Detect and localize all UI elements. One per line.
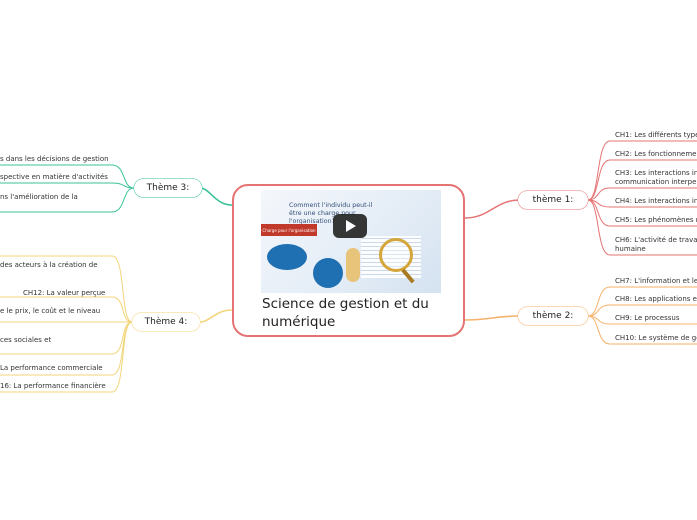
connector-central-theme3 <box>199 187 233 206</box>
theme1-item[interactable]: CH4: Les interactions inc <box>615 197 697 205</box>
connector-central-theme2 <box>464 315 521 321</box>
video-question-text: Comment l'individu peut-il être une char… <box>289 202 373 225</box>
central-node[interactable]: Comment l'individu peut-il être une char… <box>232 184 465 337</box>
theme2-item[interactable]: CH10: Le système de ges <box>615 334 697 342</box>
play-button[interactable] <box>333 214 367 238</box>
theme2-branches <box>587 286 697 345</box>
theme4-item[interactable]: CH12: La valeur perçue <box>23 289 106 297</box>
video-red-box: Charge pour l'organisation <box>261 224 317 236</box>
video-figure <box>346 248 360 282</box>
theme4-item[interactable]: 16: La performance financière <box>0 382 106 390</box>
theme4-item[interactable]: ces sociales et <box>0 336 52 344</box>
theme4-node[interactable]: Thème 4: <box>132 313 200 331</box>
play-icon <box>346 220 356 232</box>
theme3-item[interactable]: ns l'amélioration de la <box>0 193 78 201</box>
theme1-item[interactable]: CH3: Les interactions inc communication … <box>615 169 697 186</box>
theme3-node[interactable]: Thème 3: <box>134 179 202 197</box>
theme4-item[interactable]: e le prix, le coût et le niveau <box>0 307 101 315</box>
video-thumbnail[interactable]: Comment l'individu peut-il être une char… <box>261 190 441 293</box>
theme2-item[interactable]: CH7: L'information et le s <box>615 277 697 285</box>
theme1-item[interactable]: CH5: Les phénomènes re <box>615 216 697 224</box>
theme4-item[interactable]: des acteurs à la création de <box>0 261 98 269</box>
theme3-item[interactable]: spective en matière d'activités <box>0 173 108 181</box>
theme2-node[interactable]: thème 2: <box>518 307 588 325</box>
central-title: Science de gestion et du numérique <box>262 296 429 330</box>
theme1-item[interactable]: CH6: L'activité de travail humaine <box>615 236 697 253</box>
connector-central-theme4 <box>199 309 233 323</box>
theme2-item[interactable]: CH9: Le processus <box>615 314 680 322</box>
video-circle-1 <box>267 244 307 270</box>
video-circle-2 <box>313 258 343 288</box>
theme2-item[interactable]: CH8: Les applications et <box>615 295 697 303</box>
theme1-branches <box>587 140 697 256</box>
theme4-branches <box>0 255 133 393</box>
theme1-node[interactable]: thème 1: <box>518 191 588 209</box>
connector-central-theme1 <box>464 199 521 219</box>
theme4-item[interactable]: La performance commerciale <box>0 364 103 372</box>
magnifier-icon <box>379 238 413 272</box>
theme3-branches <box>0 164 135 213</box>
theme1-item[interactable]: CH2: Les fonctionnemen <box>615 150 697 158</box>
theme3-item[interactable]: s dans les décisions de gestion <box>0 155 109 163</box>
theme1-item[interactable]: CH1: Les différents types <box>615 131 697 139</box>
